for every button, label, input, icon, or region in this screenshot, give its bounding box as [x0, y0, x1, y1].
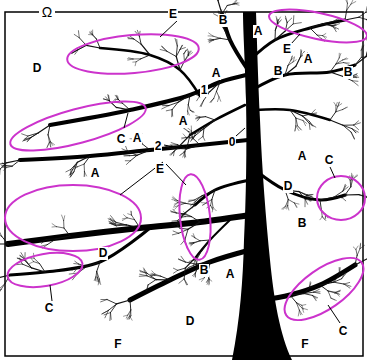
region-letter: A	[90, 167, 101, 180]
region-ellipse	[176, 173, 215, 262]
region-letter: C	[324, 154, 335, 167]
leader-line	[160, 20, 178, 37]
region-letter: B	[218, 14, 229, 27]
region-ellipse	[275, 246, 367, 332]
branch-number: 1	[200, 84, 209, 97]
leader-line	[50, 285, 52, 301]
region-letter: A	[253, 25, 264, 38]
leader-line	[291, 34, 300, 44]
region-ellipse	[5, 248, 85, 293]
region-letter: E	[282, 43, 292, 56]
region-letter: A	[297, 150, 308, 163]
region-letter: C	[116, 133, 127, 146]
leader-line	[328, 305, 340, 323]
leader-line	[124, 113, 128, 128]
region-letter: E	[155, 163, 165, 176]
region-letter: A	[178, 115, 189, 128]
region-ellipse	[6, 91, 150, 160]
region-letter: A	[303, 53, 314, 66]
region-letter: C	[44, 302, 55, 315]
leader-line	[166, 164, 186, 185]
region-letter: D	[32, 62, 43, 75]
region-ellipse	[317, 176, 365, 220]
region-ellipse	[66, 29, 201, 78]
region-letter: B	[199, 264, 210, 277]
region-letter: F	[113, 338, 122, 351]
leader-line	[164, 145, 180, 148]
region-letter: A	[132, 132, 143, 145]
region-letter: D	[185, 315, 196, 328]
region-letter: F	[300, 338, 309, 351]
domain-frame	[5, 12, 363, 356]
region-letter: A	[225, 268, 236, 281]
region-letter: E	[168, 8, 178, 21]
region-letter: B	[297, 217, 308, 230]
branch-number: 0	[228, 136, 237, 149]
leader-line	[330, 167, 335, 178]
region-letter: D	[283, 180, 294, 193]
branch-number: 2	[154, 140, 163, 153]
leader-line	[236, 128, 245, 136]
region-letter: A	[211, 67, 222, 80]
region-letter: B	[273, 65, 284, 78]
region-letter: D	[98, 247, 109, 260]
domain-symbol: Ω	[39, 5, 55, 20]
region-letter: C	[338, 325, 349, 338]
region-letter: B	[343, 66, 354, 79]
